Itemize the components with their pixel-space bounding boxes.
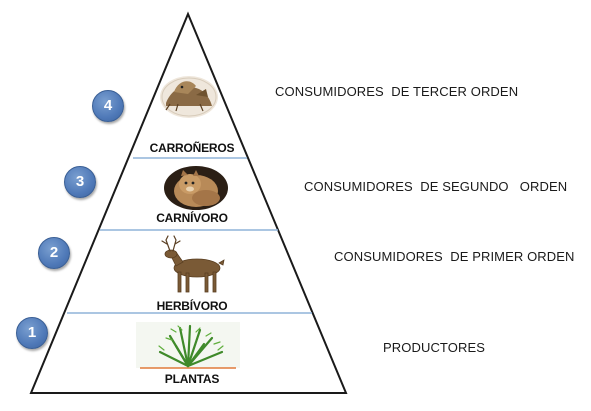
level-badge-3: 3 bbox=[64, 166, 96, 198]
tier-name-plantas: PLANTAS bbox=[164, 372, 220, 386]
tier-name-carroneros: CARROÑEROS bbox=[149, 141, 235, 155]
tier-name-herbivoro: HERBÍVORO bbox=[156, 299, 228, 313]
level-description-4: CONSUMIDORES DE TERCER ORDEN bbox=[275, 84, 519, 99]
level-description-2: CONSUMIDORES DE PRIMER ORDEN bbox=[334, 249, 575, 264]
deer-icon bbox=[161, 235, 225, 293]
cougar-icon bbox=[164, 166, 228, 210]
tier-name-carnivoro: CARNÍVORO bbox=[156, 211, 228, 225]
level-badge-4: 4 bbox=[92, 90, 124, 122]
plant-icon bbox=[136, 322, 240, 369]
level-badge-1: 1 bbox=[16, 317, 48, 349]
scavenger-icon bbox=[160, 76, 218, 118]
level-description-3: CONSUMIDORES DE SEGUNDO ORDEN bbox=[304, 179, 568, 194]
level-badge-2: 2 bbox=[38, 237, 70, 269]
level-description-1: PRODUCTORES bbox=[383, 340, 485, 355]
